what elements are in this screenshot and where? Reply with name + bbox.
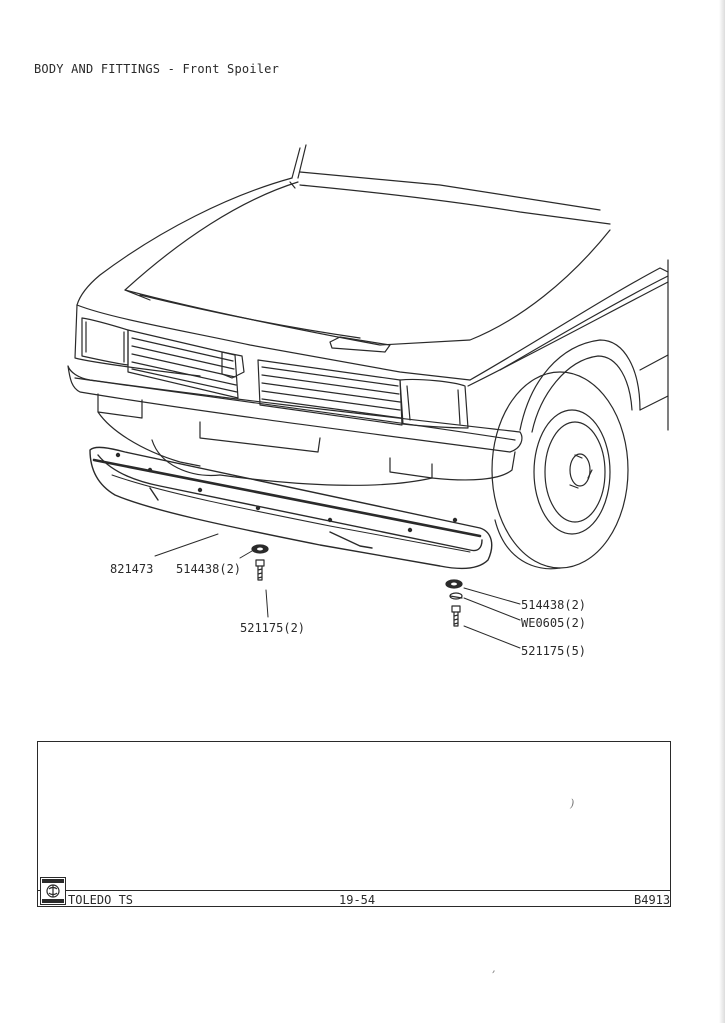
footer-page-number: 19-54	[339, 893, 376, 907]
front-wheel	[491, 371, 629, 570]
footer-plate-number: B4913	[634, 893, 671, 907]
page-edge-shadow	[719, 0, 725, 1023]
page-heading: BODY AND FITTINGS - Front Spoiler	[34, 62, 280, 76]
title-block: TOLEDO TS 19-54 B4913	[37, 741, 671, 907]
british-leyland-logo	[40, 877, 66, 905]
right-fixings	[445, 579, 463, 627]
footer-model: TOLEDO TS	[68, 893, 134, 907]
car-body-outline	[67, 144, 669, 486]
part-label-821473: 821473	[110, 562, 154, 576]
part-label-521175-right: 521175(5)	[521, 644, 587, 658]
stray-pen-mark: )	[570, 797, 575, 810]
leader-lines	[154, 533, 521, 649]
front-spoiler	[89, 446, 493, 570]
part-label-514438-right: 514438(2)	[521, 598, 587, 612]
part-label-521175-left: 521175(2)	[240, 621, 306, 635]
exploded-view-drawing	[67, 144, 669, 649]
part-label-we0605-right: WE0605(2)	[521, 616, 587, 630]
part-label-514438-left: 514438(2)	[176, 562, 242, 576]
stray-pen-mark-bottom: ,	[492, 962, 496, 975]
left-fixings	[251, 544, 269, 581]
title-block-divider	[38, 890, 670, 891]
